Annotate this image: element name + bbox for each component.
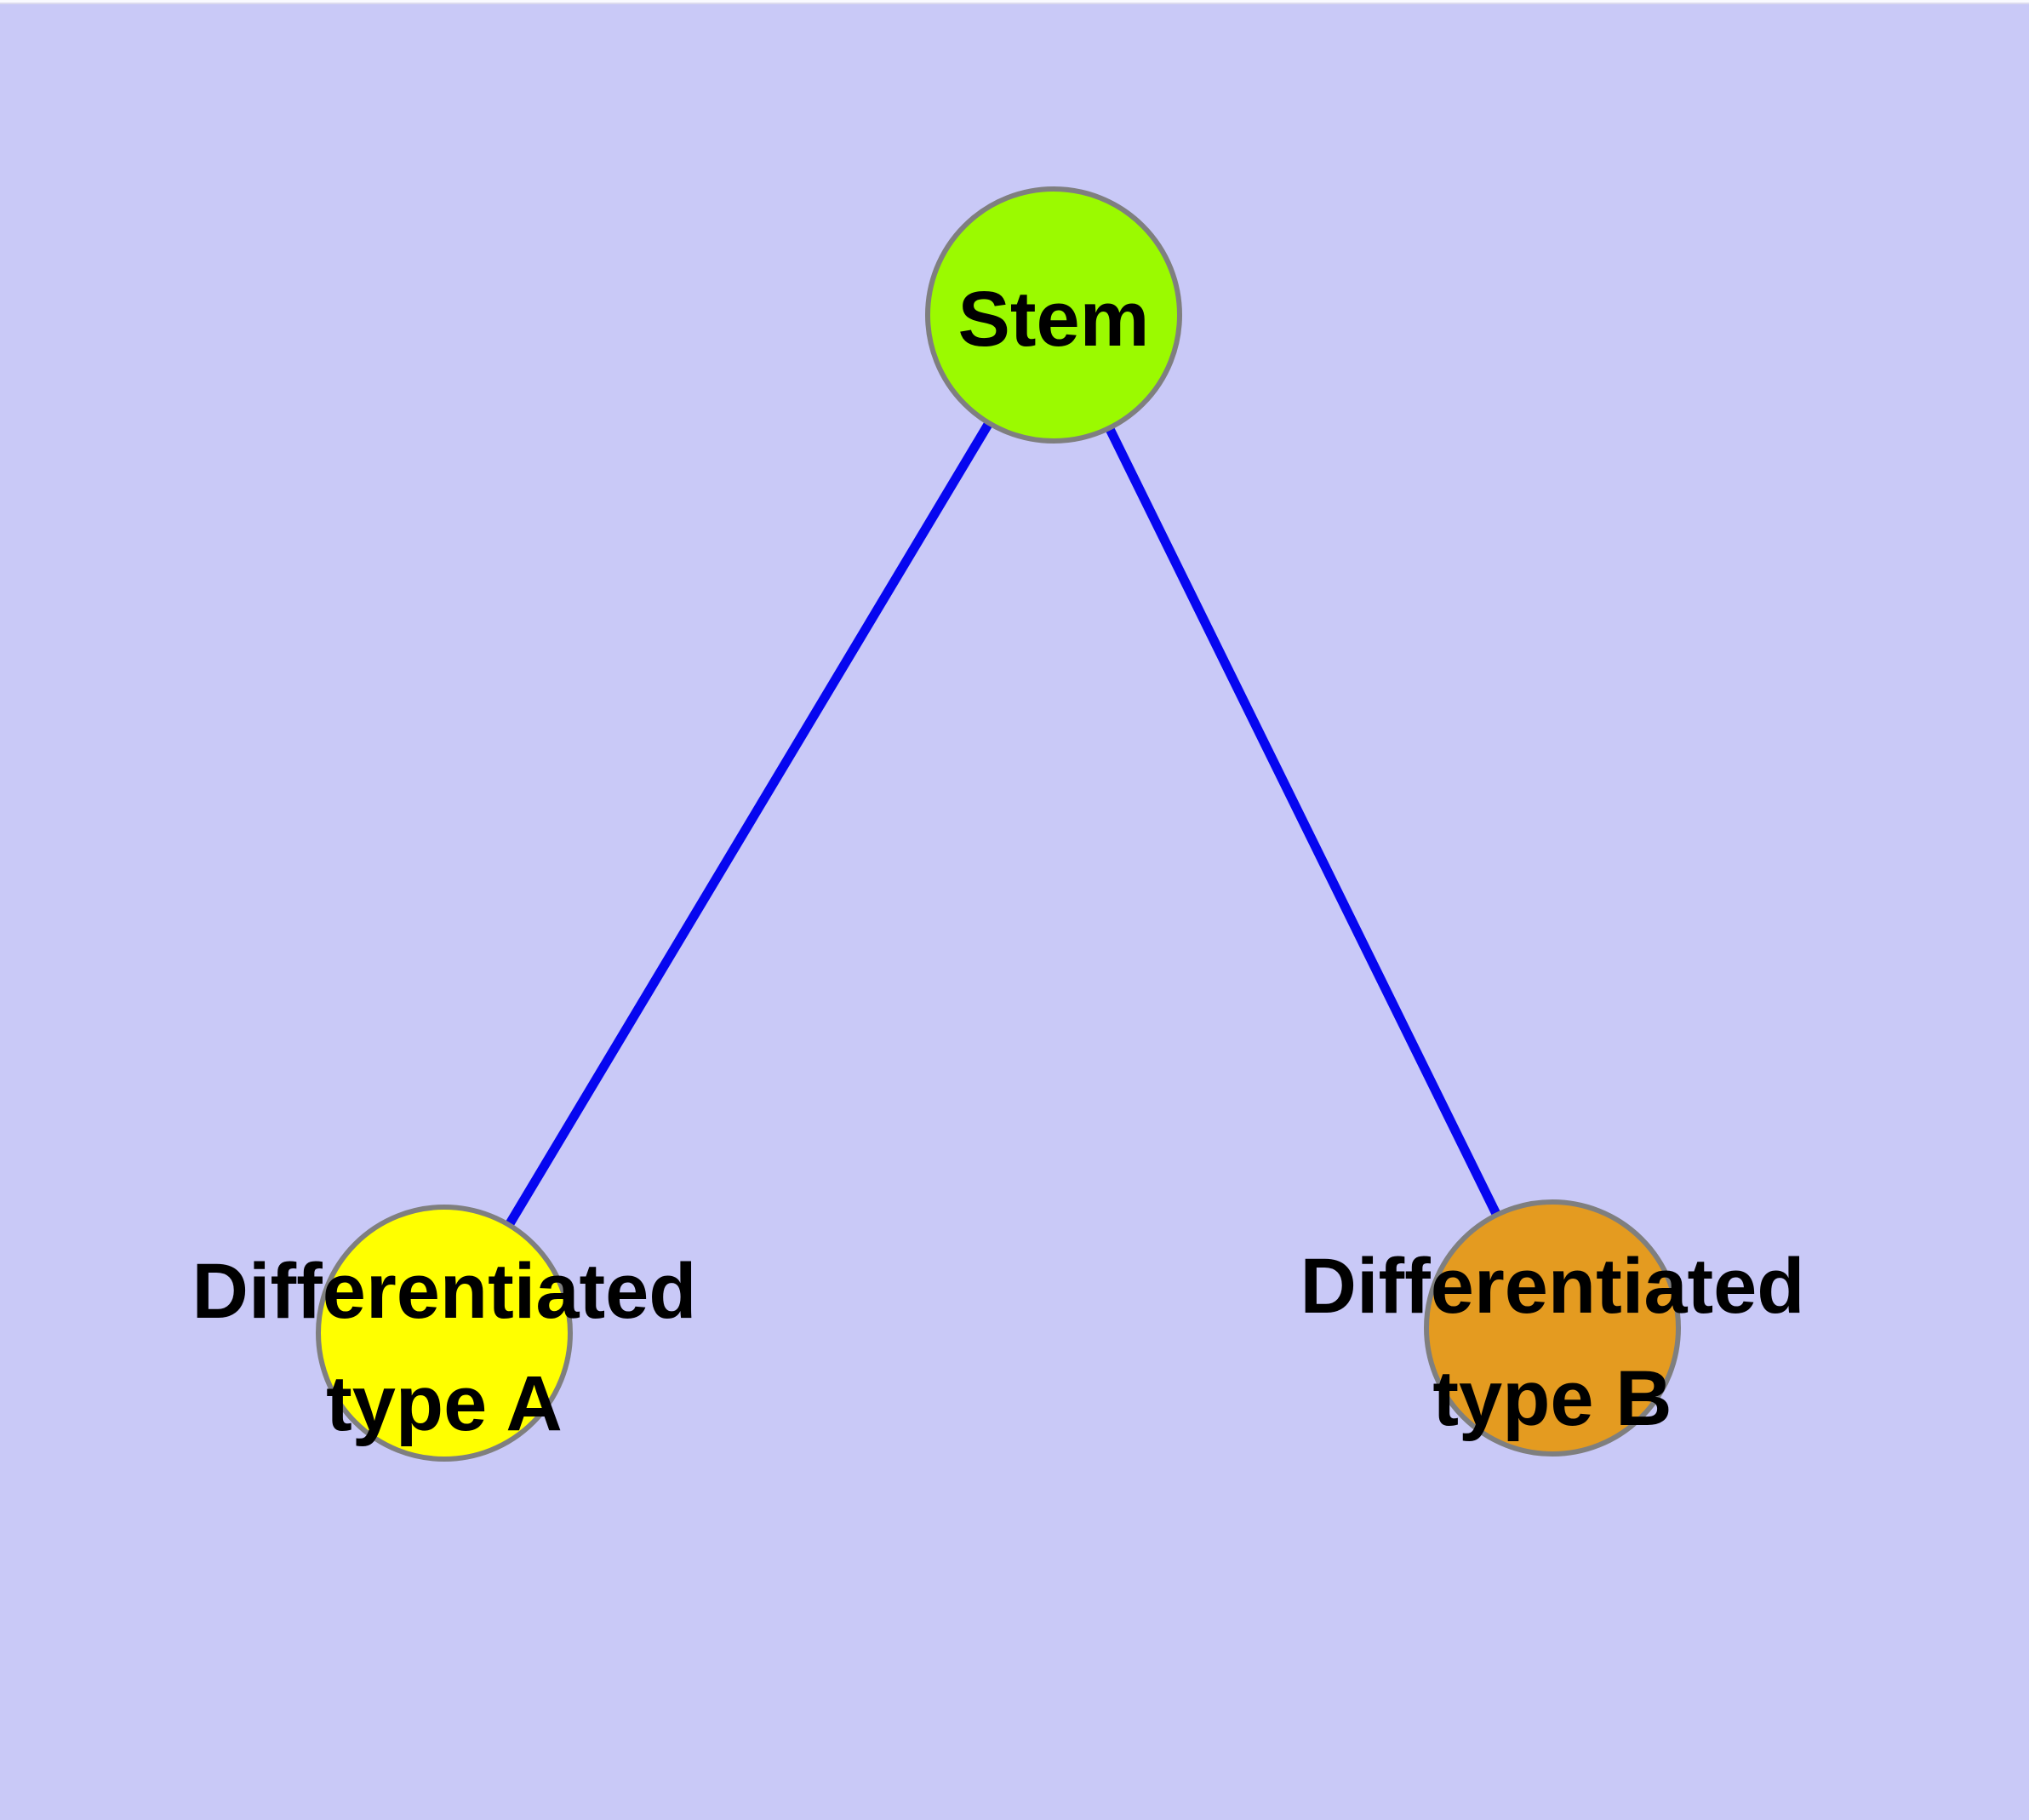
node-differentiated-type-b: Differentiated type B [1300, 1199, 1805, 1457]
node-differentiated-type-a: Differentiated type A [192, 1205, 697, 1462]
window-top-edge [0, 0, 2029, 4]
edge-stem-to-type-a [440, 312, 1058, 1336]
node-type-a-label-line1: Differentiated [192, 1248, 697, 1335]
node-type-a-circle [316, 1205, 573, 1462]
edge-stem-to-type-b [1049, 312, 1557, 1331]
node-type-a-label-line2: type A [326, 1360, 563, 1447]
node-type-b-label-line1: Differentiated [1300, 1243, 1805, 1330]
node-stem: Stem [925, 186, 1182, 444]
node-type-b-circle [1424, 1199, 1681, 1457]
node-type-b-label-line2: type B [1432, 1355, 1672, 1442]
node-stem-label: Stem [958, 276, 1150, 363]
node-stem-circle [925, 186, 1182, 444]
